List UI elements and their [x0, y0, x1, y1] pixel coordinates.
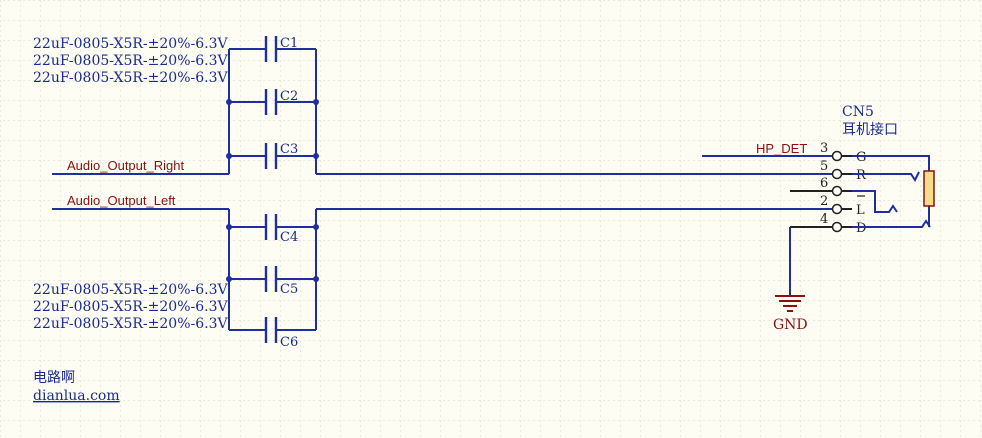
- cap-value-label: 22uF-0805-X5R-±20%-6.3V: [33, 316, 228, 332]
- pin-number: 6: [820, 176, 828, 191]
- net-label-hp-det: HP_DET: [756, 141, 807, 156]
- connector-ref: CN5: [842, 104, 874, 120]
- cap-ref-c1: C1: [280, 36, 298, 51]
- connector-name: 耳机接口: [842, 121, 898, 138]
- connector-cn5-pins[interactable]: [790, 150, 852, 233]
- cap-ref-c5: C5: [280, 282, 298, 297]
- pin-number: 2: [820, 194, 828, 209]
- cap-value-label: 22uF-0805-X5R-±20%-6.3V: [33, 70, 228, 86]
- capacitor-c2-symbol[interactable]: [264, 89, 278, 115]
- cap-value-label: 22uF-0805-X5R-±20%-6.3V: [33, 53, 228, 69]
- capacitor-c4-symbol[interactable]: [264, 214, 278, 240]
- jack-contacts: [852, 155, 931, 228]
- junction-dot: [313, 276, 319, 282]
- junction-dot: [226, 153, 232, 159]
- cap-ref-c2: C2: [280, 89, 298, 104]
- pin-label: R: [856, 168, 867, 183]
- brand-name: 电路啊: [33, 370, 75, 386]
- pin-number: 3: [820, 141, 828, 156]
- ground-symbol[interactable]: [775, 227, 805, 312]
- cap-value-label: 22uF-0805-X5R-±20%-6.3V: [33, 36, 228, 52]
- cap-ref-c3: C3: [280, 142, 298, 157]
- cap-ref-c4: C4: [280, 230, 298, 245]
- capacitor-c1-symbol[interactable]: [264, 36, 278, 62]
- cap-ref-c6: C6: [280, 335, 298, 350]
- net-label-gnd: GND: [773, 317, 808, 333]
- junction-dot: [313, 153, 319, 159]
- pin-label: G: [856, 150, 866, 165]
- junction-dot: [313, 99, 319, 105]
- cap-value-label: 22uF-0805-X5R-±20%-6.3V: [33, 299, 228, 315]
- pin-number: 5: [820, 159, 828, 174]
- capacitor-c5-symbol[interactable]: [264, 266, 278, 292]
- pin-label: L: [856, 203, 865, 218]
- jack-resistor: [923, 170, 935, 207]
- brand-link[interactable]: dianlua.com: [33, 388, 120, 404]
- junction-dot: [226, 224, 232, 230]
- net-label-audio-left: Audio_Output_Left: [67, 193, 176, 208]
- capacitor-c3-symbol[interactable]: [264, 143, 278, 169]
- junction-dot: [226, 99, 232, 105]
- capacitor-c6-symbol[interactable]: [264, 317, 278, 343]
- pin-number: 4: [820, 212, 828, 227]
- pin-label: D: [856, 221, 866, 236]
- net-label-audio-right: Audio_Output_Right: [67, 158, 184, 173]
- junction-dot: [226, 276, 232, 282]
- cap-value-label: 22uF-0805-X5R-±20%-6.3V: [33, 282, 228, 298]
- junction-dot: [313, 224, 319, 230]
